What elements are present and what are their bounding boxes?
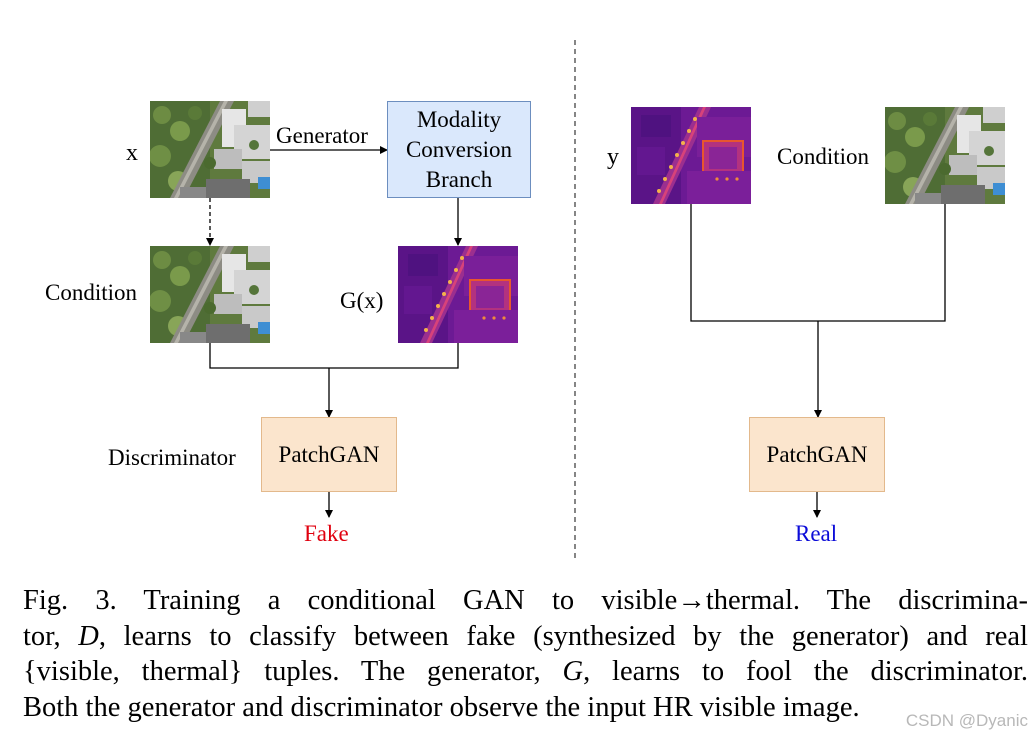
gx-label: G(x): [340, 288, 384, 313]
y-label: y: [607, 144, 619, 170]
caption-line-4: Both the generator and discriminator obs…: [23, 691, 860, 723]
generator-label: Generator: [276, 123, 368, 148]
watermark: CSDN @Dyanic: [905, 711, 1028, 730]
real-thermal-image: [631, 107, 751, 204]
patchgan-box-left: PatchGAN: [261, 417, 397, 492]
real-label: Real: [795, 521, 838, 546]
mcb-line-3: Branch: [425, 166, 493, 192]
caption-line-1: Fig. 3. Training a conditional GAN to vi…: [23, 585, 1028, 616]
input-visible-image: [150, 101, 270, 198]
mcb-line-1: Modality: [416, 106, 502, 132]
discriminator-label: Discriminator: [108, 445, 236, 470]
caption-line-2: tor, D, learns to classify between fake …: [23, 620, 1028, 652]
fake-label: Fake: [304, 521, 349, 546]
mcb-line-2: Conversion: [405, 136, 513, 162]
condition-visible-image-right: [885, 107, 1005, 204]
patchgan-box-right: PatchGAN: [749, 417, 885, 492]
condition-label-right: Condition: [777, 144, 870, 169]
left-merge-line: [209, 343, 459, 369]
figure-caption: Fig. 3. Training a conditional GAN to vi…: [23, 583, 1028, 725]
x-label: x: [126, 140, 138, 166]
caption-line-3: {visible, thermal} tuples. The generator…: [23, 656, 1028, 687]
right-merge-line: [690, 204, 946, 322]
modality-conversion-branch-box: Modality Conversion Branch: [387, 101, 531, 198]
condition-visible-image-left: [150, 246, 270, 343]
condition-label-left: Condition: [45, 280, 138, 305]
generated-thermal-image: [398, 246, 518, 343]
